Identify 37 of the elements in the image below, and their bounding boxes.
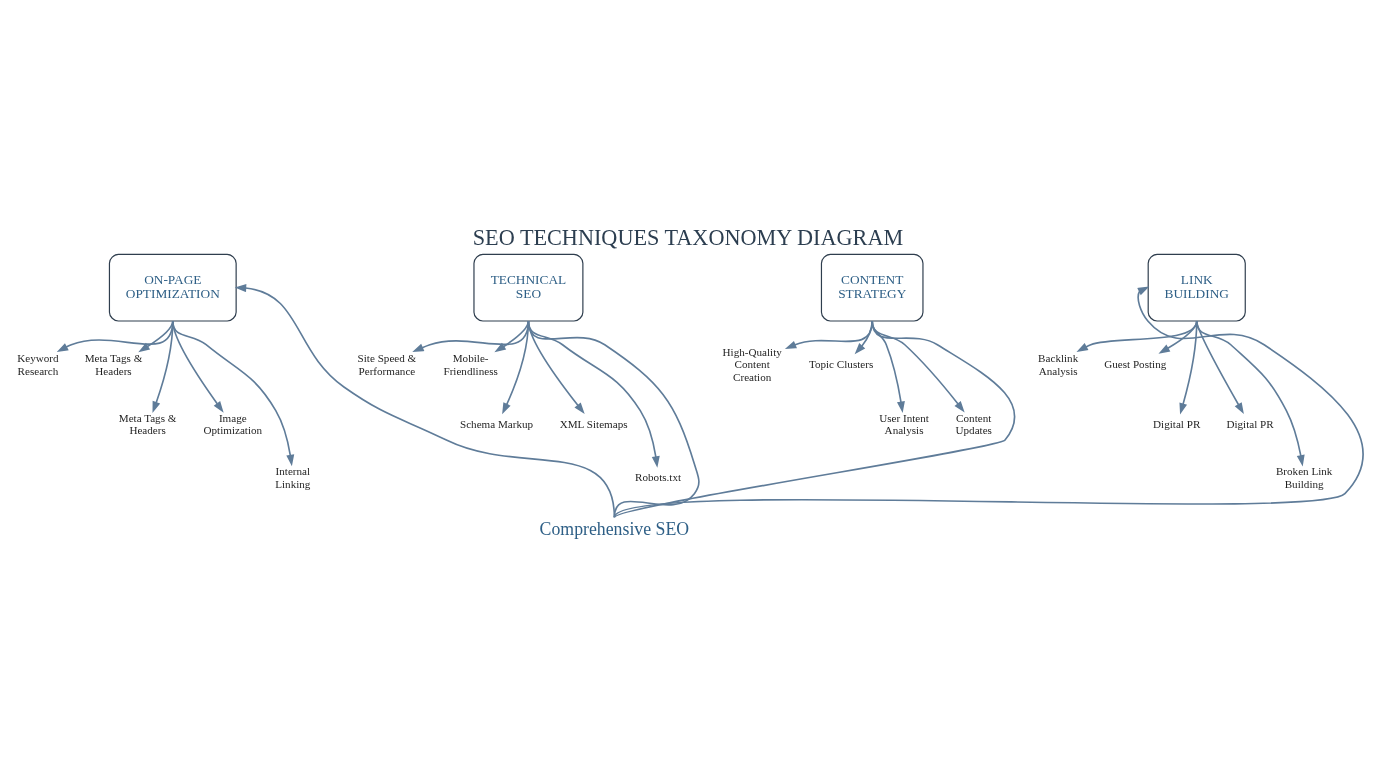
- arrow: [494, 320, 530, 353]
- node-text: Content Updates: [955, 411, 992, 437]
- node-text: Broken Link Building: [1275, 465, 1333, 490]
- node-text: Image Optimization: [203, 411, 263, 437]
- node-text: User Intent Analysis: [879, 411, 929, 437]
- node-text: Internal Linking: [275, 465, 311, 490]
- node-text: Comprehensive SEO: [539, 519, 690, 540]
- node-box: CONTENT STRATEGY: [820, 253, 924, 322]
- arrow: [502, 320, 530, 415]
- node-text: Schema Markup: [460, 418, 534, 431]
- arrow: [1158, 320, 1198, 354]
- node-text: Topic Clusters: [808, 358, 874, 371]
- arrow: [171, 320, 295, 467]
- node-text: Meta Tags & Headers: [118, 411, 177, 437]
- node-text: Digital PR: [1153, 418, 1201, 431]
- node-text: Mobile-Friendliness: [443, 352, 498, 377]
- node-text: Meta Tags & Headers: [84, 352, 143, 377]
- node-text: Robots.txt: [635, 471, 682, 484]
- node-text: High-Quality Content Creation: [722, 345, 782, 384]
- node-text: XML Sitemaps: [559, 418, 628, 431]
- node-box: LINK BUILDING: [1147, 253, 1246, 322]
- arrow: [1076, 320, 1198, 353]
- node-text: Digital PR: [1226, 418, 1274, 431]
- node-text: Backlink Analysis: [1038, 352, 1079, 377]
- arrow: [56, 320, 174, 353]
- arrow: [234, 284, 616, 519]
- diagram-title: SEO TECHNIQUES TAXONOMY DIAGRAM: [472, 224, 904, 250]
- node-text: Keyword Research: [17, 352, 59, 377]
- arrow: [412, 320, 530, 352]
- arrow: [1195, 320, 1305, 467]
- node-text: Guest Posting: [1104, 358, 1167, 371]
- connector: [613, 320, 1016, 519]
- arrow: [138, 320, 174, 353]
- node-box: TECHNICAL SEO: [473, 253, 584, 322]
- node-box: ON-PAGE OPTIMIZATION: [108, 253, 237, 322]
- node-text: Site Speed & Performance: [357, 352, 417, 377]
- arrow: [613, 286, 1364, 519]
